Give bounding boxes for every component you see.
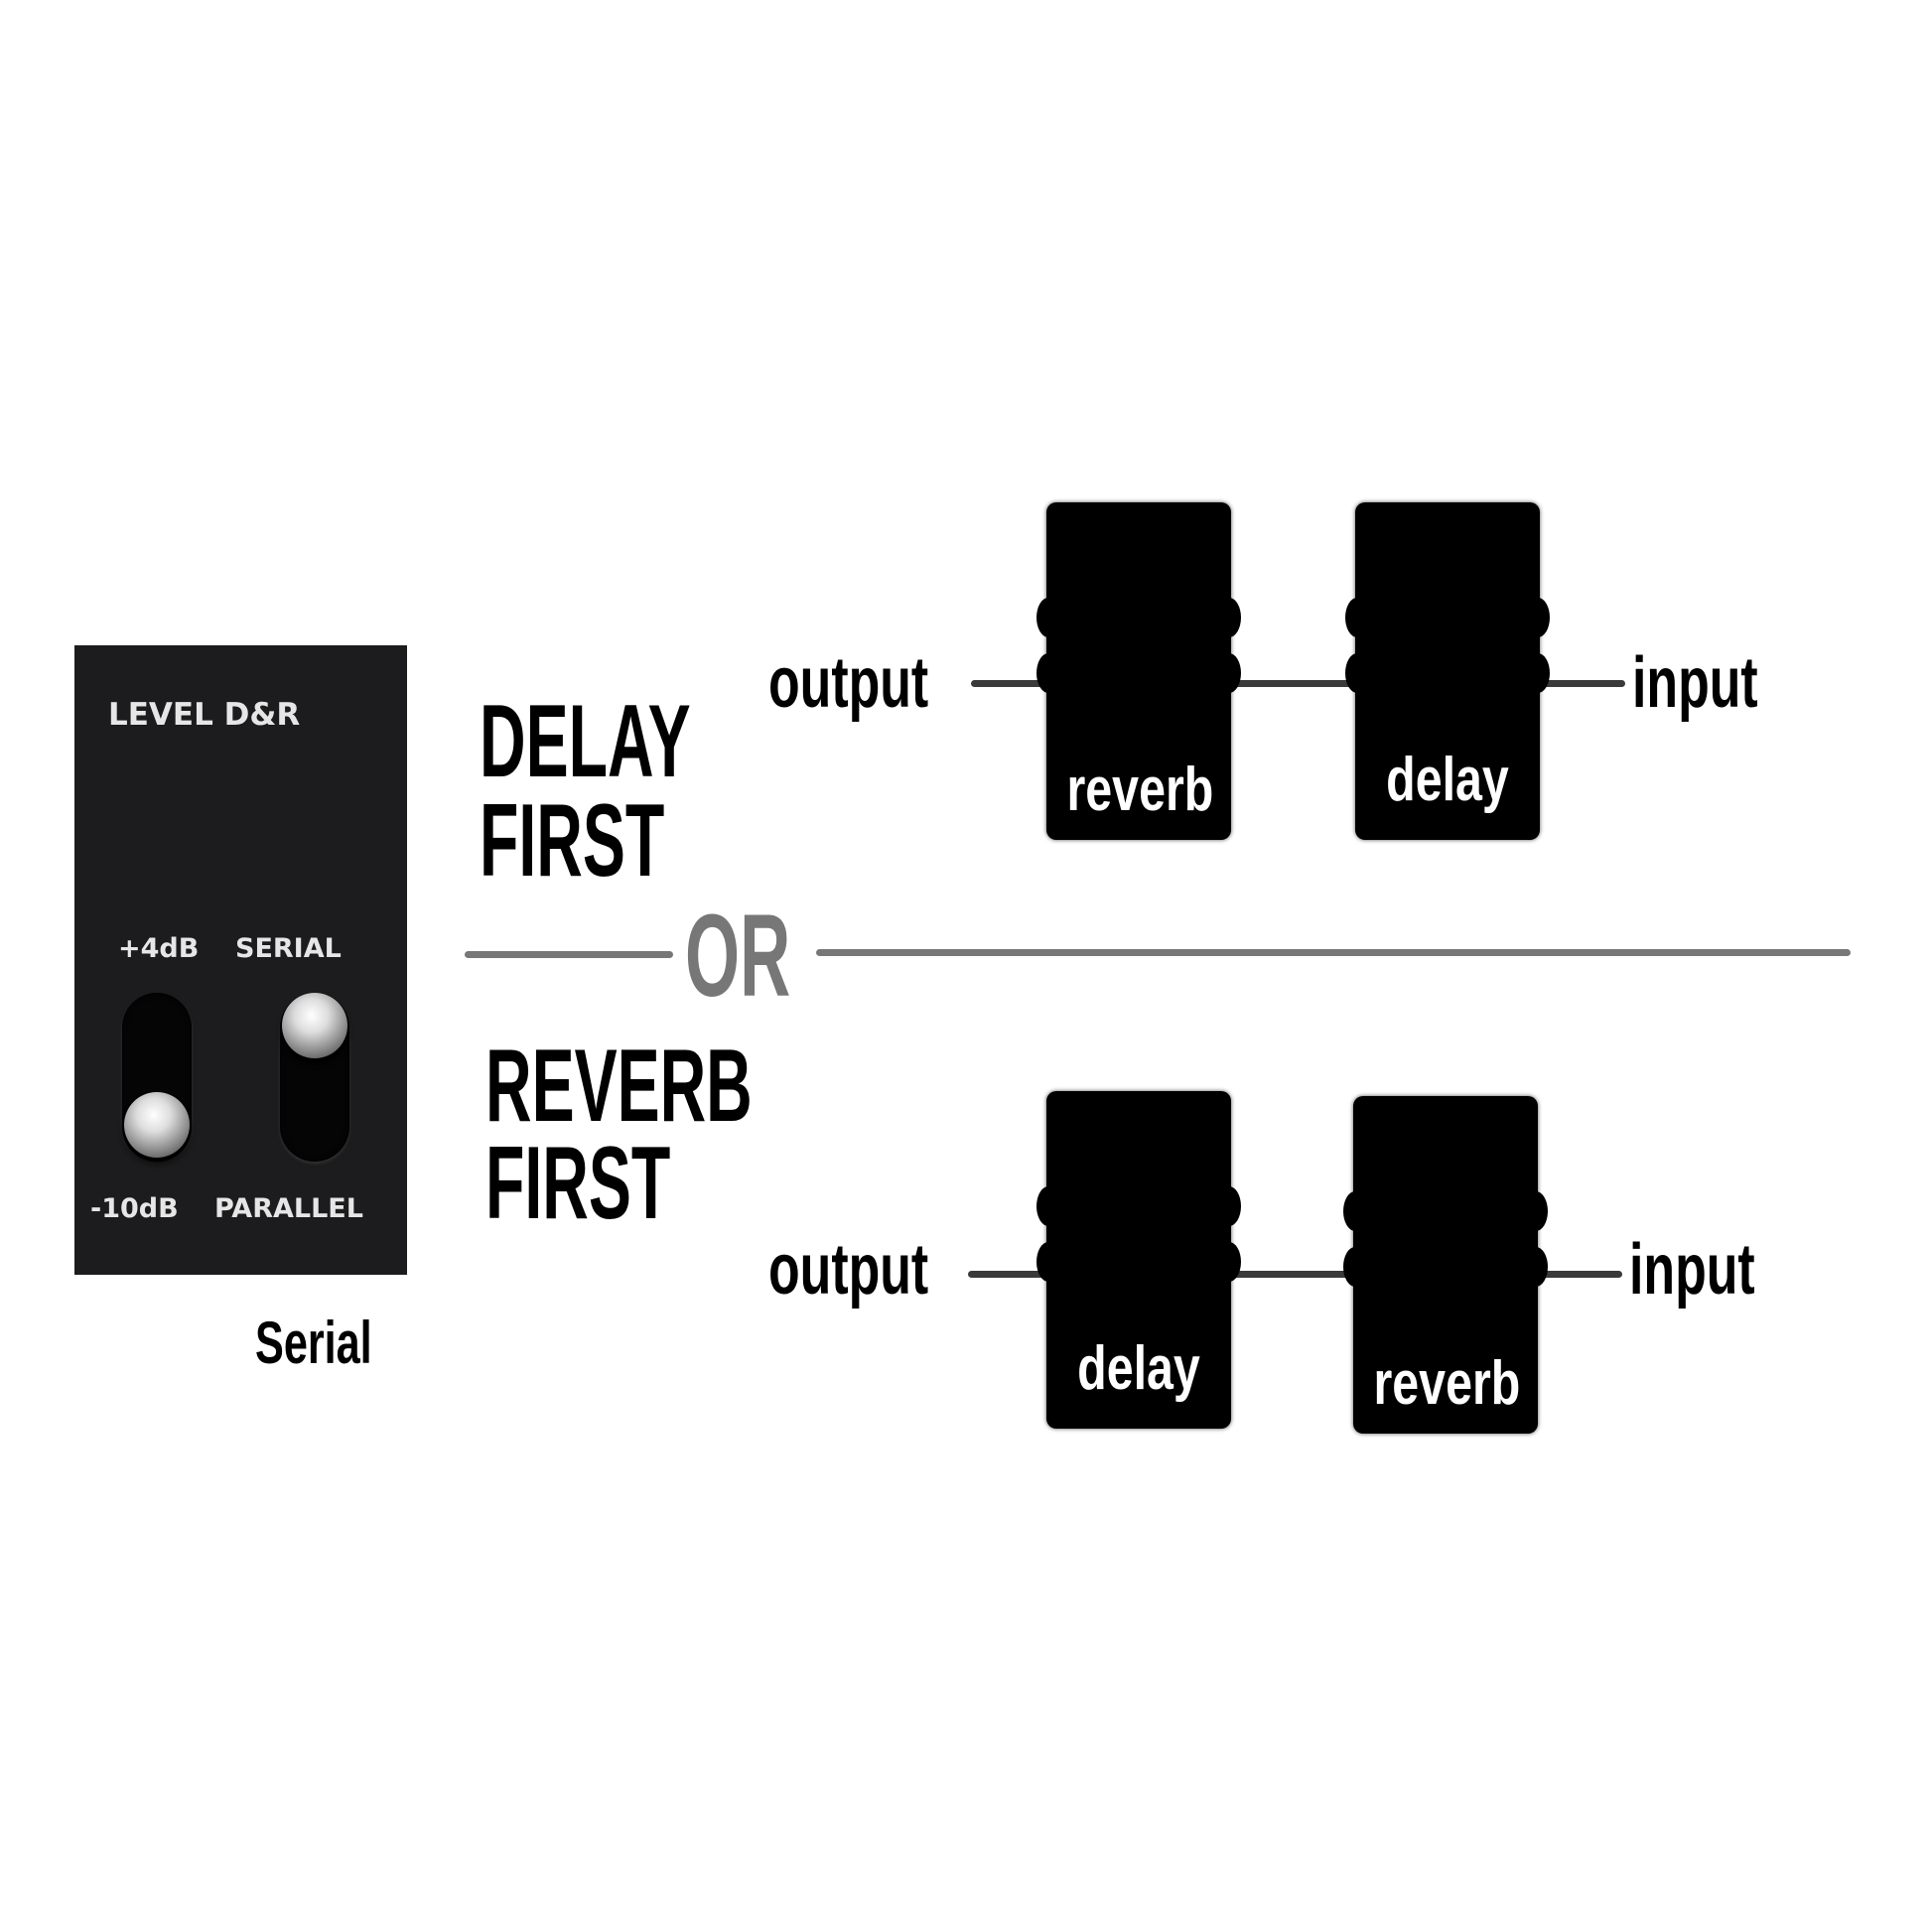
level-toggle-knob[interactable] xyxy=(124,1092,190,1158)
option2-output-label: output xyxy=(768,1230,929,1310)
pedal-label: reverb xyxy=(1066,756,1214,824)
pedal-label: reverb xyxy=(1373,1349,1521,1418)
dr-top-label: SERIAL xyxy=(235,933,342,964)
pedal-label: delay xyxy=(1386,746,1509,814)
pedal-reverb: reverb xyxy=(1343,1096,1548,1434)
option1-signal-line xyxy=(971,680,1567,687)
divider-line-left xyxy=(465,951,673,958)
dr-toggle-switch[interactable] xyxy=(280,993,349,1162)
option1-output-label: output xyxy=(768,643,929,723)
divider-line-right xyxy=(816,949,1851,956)
level-toggle-switch[interactable] xyxy=(122,993,192,1162)
option1-input-line xyxy=(1541,680,1625,687)
option2-input-label: input xyxy=(1629,1230,1755,1310)
panel-caption: Serial xyxy=(255,1310,372,1376)
dr-toggle-knob[interactable] xyxy=(282,993,347,1058)
option2-title-line2: FIRST xyxy=(485,1126,671,1241)
or-label: OR xyxy=(685,891,791,1022)
option2-signal-line xyxy=(968,1271,1564,1278)
pedal-delay: delay xyxy=(1345,502,1550,840)
dr-control-panel: LEVEL D&R +4dB SERIAL -10dB PARALLEL xyxy=(74,645,407,1275)
pedal-delay: delay xyxy=(1036,1091,1241,1429)
option2-input-line xyxy=(1538,1271,1622,1278)
option1-input-label: input xyxy=(1632,643,1758,723)
dr-bottom-label: PARALLEL xyxy=(214,1193,363,1224)
panel-title: LEVEL D&R xyxy=(108,697,301,733)
level-top-label: +4dB xyxy=(118,933,200,964)
pedal-reverb: reverb xyxy=(1036,502,1241,840)
pedal-label: delay xyxy=(1077,1334,1200,1403)
option1-title-line2: FIRST xyxy=(480,783,665,898)
level-bottom-label: -10dB xyxy=(90,1193,179,1224)
option1-title-line1: DELAY xyxy=(480,684,691,799)
option2-title-line1: REVERB xyxy=(485,1029,753,1144)
